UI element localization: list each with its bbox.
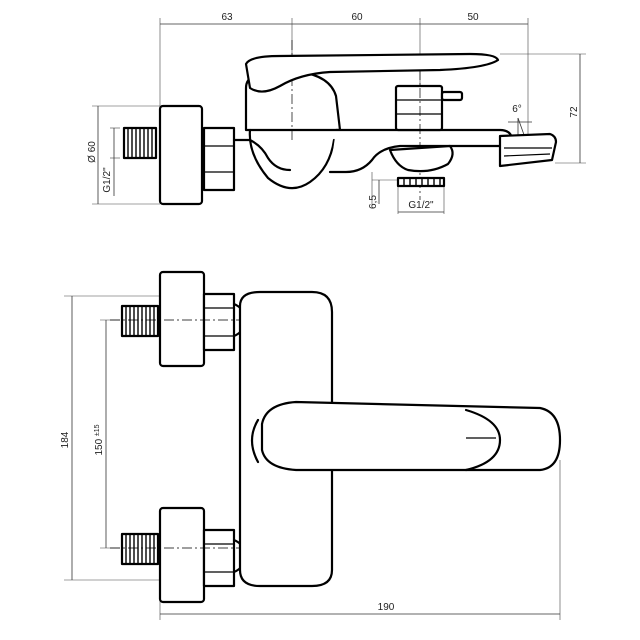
side-body-lower [248,128,336,190]
dim-height-72: 72 [569,106,580,118]
dim-inlet-spacing-value: 150 [94,438,105,455]
dim-width-60: 60 [351,12,363,23]
lower-inlet-assembly [110,506,260,604]
dim-inlet-spacing: 150 ±15 [94,424,105,455]
side-connector [232,138,292,172]
height-dimension-184 [64,295,170,581]
height-dimension-72 [500,53,586,164]
plan-lever-curve [464,408,502,472]
side-hex-nut [202,126,236,192]
dim-angle-6: 6° [512,104,522,115]
dim-diameter-60: Ø 60 [87,141,98,163]
dim-offset-6-5: 6,5 [368,195,379,209]
upper-inlet-assembly [110,270,260,368]
inlet-spacing-dimension [100,319,120,549]
side-spout-body [328,128,514,174]
bottom-outlet [388,144,454,188]
side-inlet-thread [122,126,158,160]
side-elevation-view: 63 60 50 72 6° Ø 60 G1/2" [87,12,586,214]
dim-width-63: 63 [221,12,233,23]
dim-inlet-tolerance: ±15 [94,424,101,436]
flange-diameter-dimension [92,105,160,205]
top-dimension-chain [159,18,529,140]
dim-height-184: 184 [60,431,71,448]
side-wall-flange [158,104,204,206]
plan-lever-joint [250,418,260,464]
dim-width-190: 190 [378,602,395,613]
side-lever-handle [244,52,500,93]
dim-thread-left: G1/2" [102,167,113,193]
dim-thread-bottom: G1/2" [408,200,434,211]
plan-lever [260,400,562,472]
outlet-dimensions [371,172,445,214]
dim-width-50: 50 [467,12,479,23]
plan-view: 184 150 ±15 190 [60,270,562,620]
spout-tip [498,132,558,168]
